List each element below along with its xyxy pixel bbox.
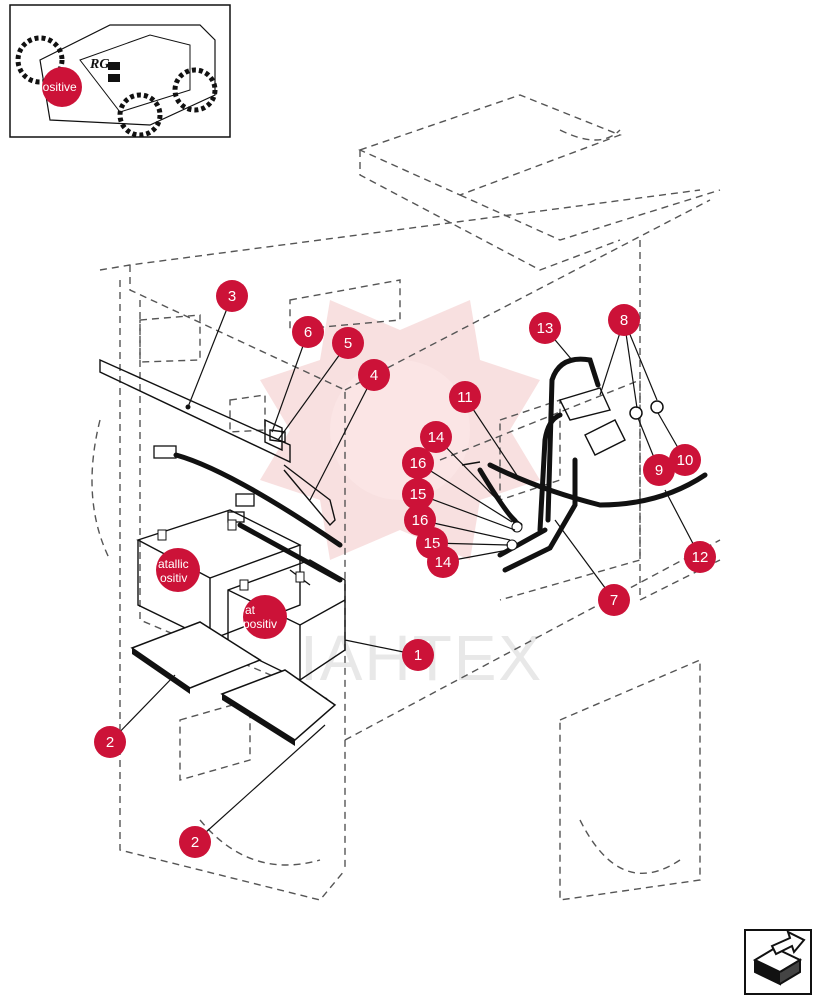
callout-5[interactable]: 5 bbox=[332, 327, 364, 359]
callout-14b[interactable]: 14 bbox=[427, 546, 459, 578]
battery-left[interactable]: atallic ositiv bbox=[136, 509, 302, 642]
callout-10[interactable]: 10 bbox=[669, 444, 701, 476]
svg-text:9: 9 bbox=[655, 462, 663, 479]
battery-left-badge-line2: ositiv bbox=[160, 571, 187, 585]
svg-text:16: 16 bbox=[412, 512, 429, 529]
svg-text:7: 7 bbox=[610, 592, 618, 609]
svg-text:2: 2 bbox=[191, 834, 199, 851]
next-page-button[interactable] bbox=[744, 929, 812, 995]
svg-text:13: 13 bbox=[537, 320, 554, 337]
thumbnail-badge-text: positive bbox=[36, 80, 77, 94]
battery-left-badge-line1: atallic bbox=[158, 557, 189, 571]
svg-text:15: 15 bbox=[410, 486, 427, 503]
hose-assembly[interactable] bbox=[461, 356, 708, 573]
svg-text:16: 16 bbox=[410, 455, 427, 472]
svg-text:4: 4 bbox=[370, 367, 378, 384]
callout-15a[interactable]: 15 bbox=[402, 478, 434, 510]
callout-1[interactable]: 1 bbox=[402, 639, 434, 671]
svg-text:14: 14 bbox=[435, 554, 452, 571]
callout-4[interactable]: 4 bbox=[358, 359, 390, 391]
battery-mats[interactable] bbox=[130, 621, 337, 746]
callout-7[interactable]: 7 bbox=[598, 584, 630, 616]
callout-9[interactable]: 9 bbox=[643, 454, 675, 486]
battery-right[interactable]: at positiv bbox=[227, 559, 346, 681]
battery-right-badge-line2: positiv bbox=[243, 617, 277, 631]
callout-11[interactable]: 11 bbox=[449, 381, 481, 413]
svg-text:11: 11 bbox=[457, 389, 473, 406]
callout-6[interactable]: 6 bbox=[292, 316, 324, 348]
callout-13[interactable]: 13 bbox=[529, 312, 561, 344]
svg-text:14: 14 bbox=[428, 429, 445, 446]
thumbnail-highlight-badge bbox=[42, 67, 82, 107]
next-page-icon bbox=[752, 930, 806, 986]
battery-left-badge bbox=[156, 548, 200, 592]
callout-2a[interactable]: 2 bbox=[94, 726, 126, 758]
callout-8[interactable]: 8 bbox=[608, 304, 640, 336]
svg-text:10: 10 bbox=[677, 452, 694, 469]
thumbnail-model-label: RG bbox=[89, 57, 109, 72]
callout-14a[interactable]: 14 bbox=[420, 421, 452, 453]
svg-text:2: 2 bbox=[106, 734, 114, 751]
leader-lines bbox=[109, 295, 701, 843]
callout-12[interactable]: 12 bbox=[684, 541, 716, 573]
svg-text:1: 1 bbox=[414, 647, 422, 664]
callout-2b[interactable]: 2 bbox=[179, 826, 211, 858]
svg-text:3: 3 bbox=[228, 288, 236, 305]
callouts: 1 2 2 3 4 5 6 7 8 9 10 11 12 13 14 16 15… bbox=[94, 280, 716, 858]
battery-hold-down[interactable] bbox=[99, 358, 336, 527]
callout-16a[interactable]: 16 bbox=[402, 447, 434, 479]
svg-text:12: 12 bbox=[692, 549, 709, 566]
watermark-logo: IAHTEX bbox=[260, 300, 541, 694]
callout-3[interactable]: 3 bbox=[216, 280, 248, 312]
thumbnail-overview[interactable]: RG positive bbox=[9, 4, 231, 138]
battery-right-badge-line1: at bbox=[245, 603, 256, 617]
machine-frame-outline bbox=[91, 94, 721, 901]
battery-right-badge bbox=[243, 595, 287, 639]
svg-text:8: 8 bbox=[620, 312, 628, 329]
battery-cables[interactable] bbox=[153, 445, 343, 586]
svg-text:5: 5 bbox=[344, 335, 352, 352]
svg-text:6: 6 bbox=[304, 324, 312, 341]
